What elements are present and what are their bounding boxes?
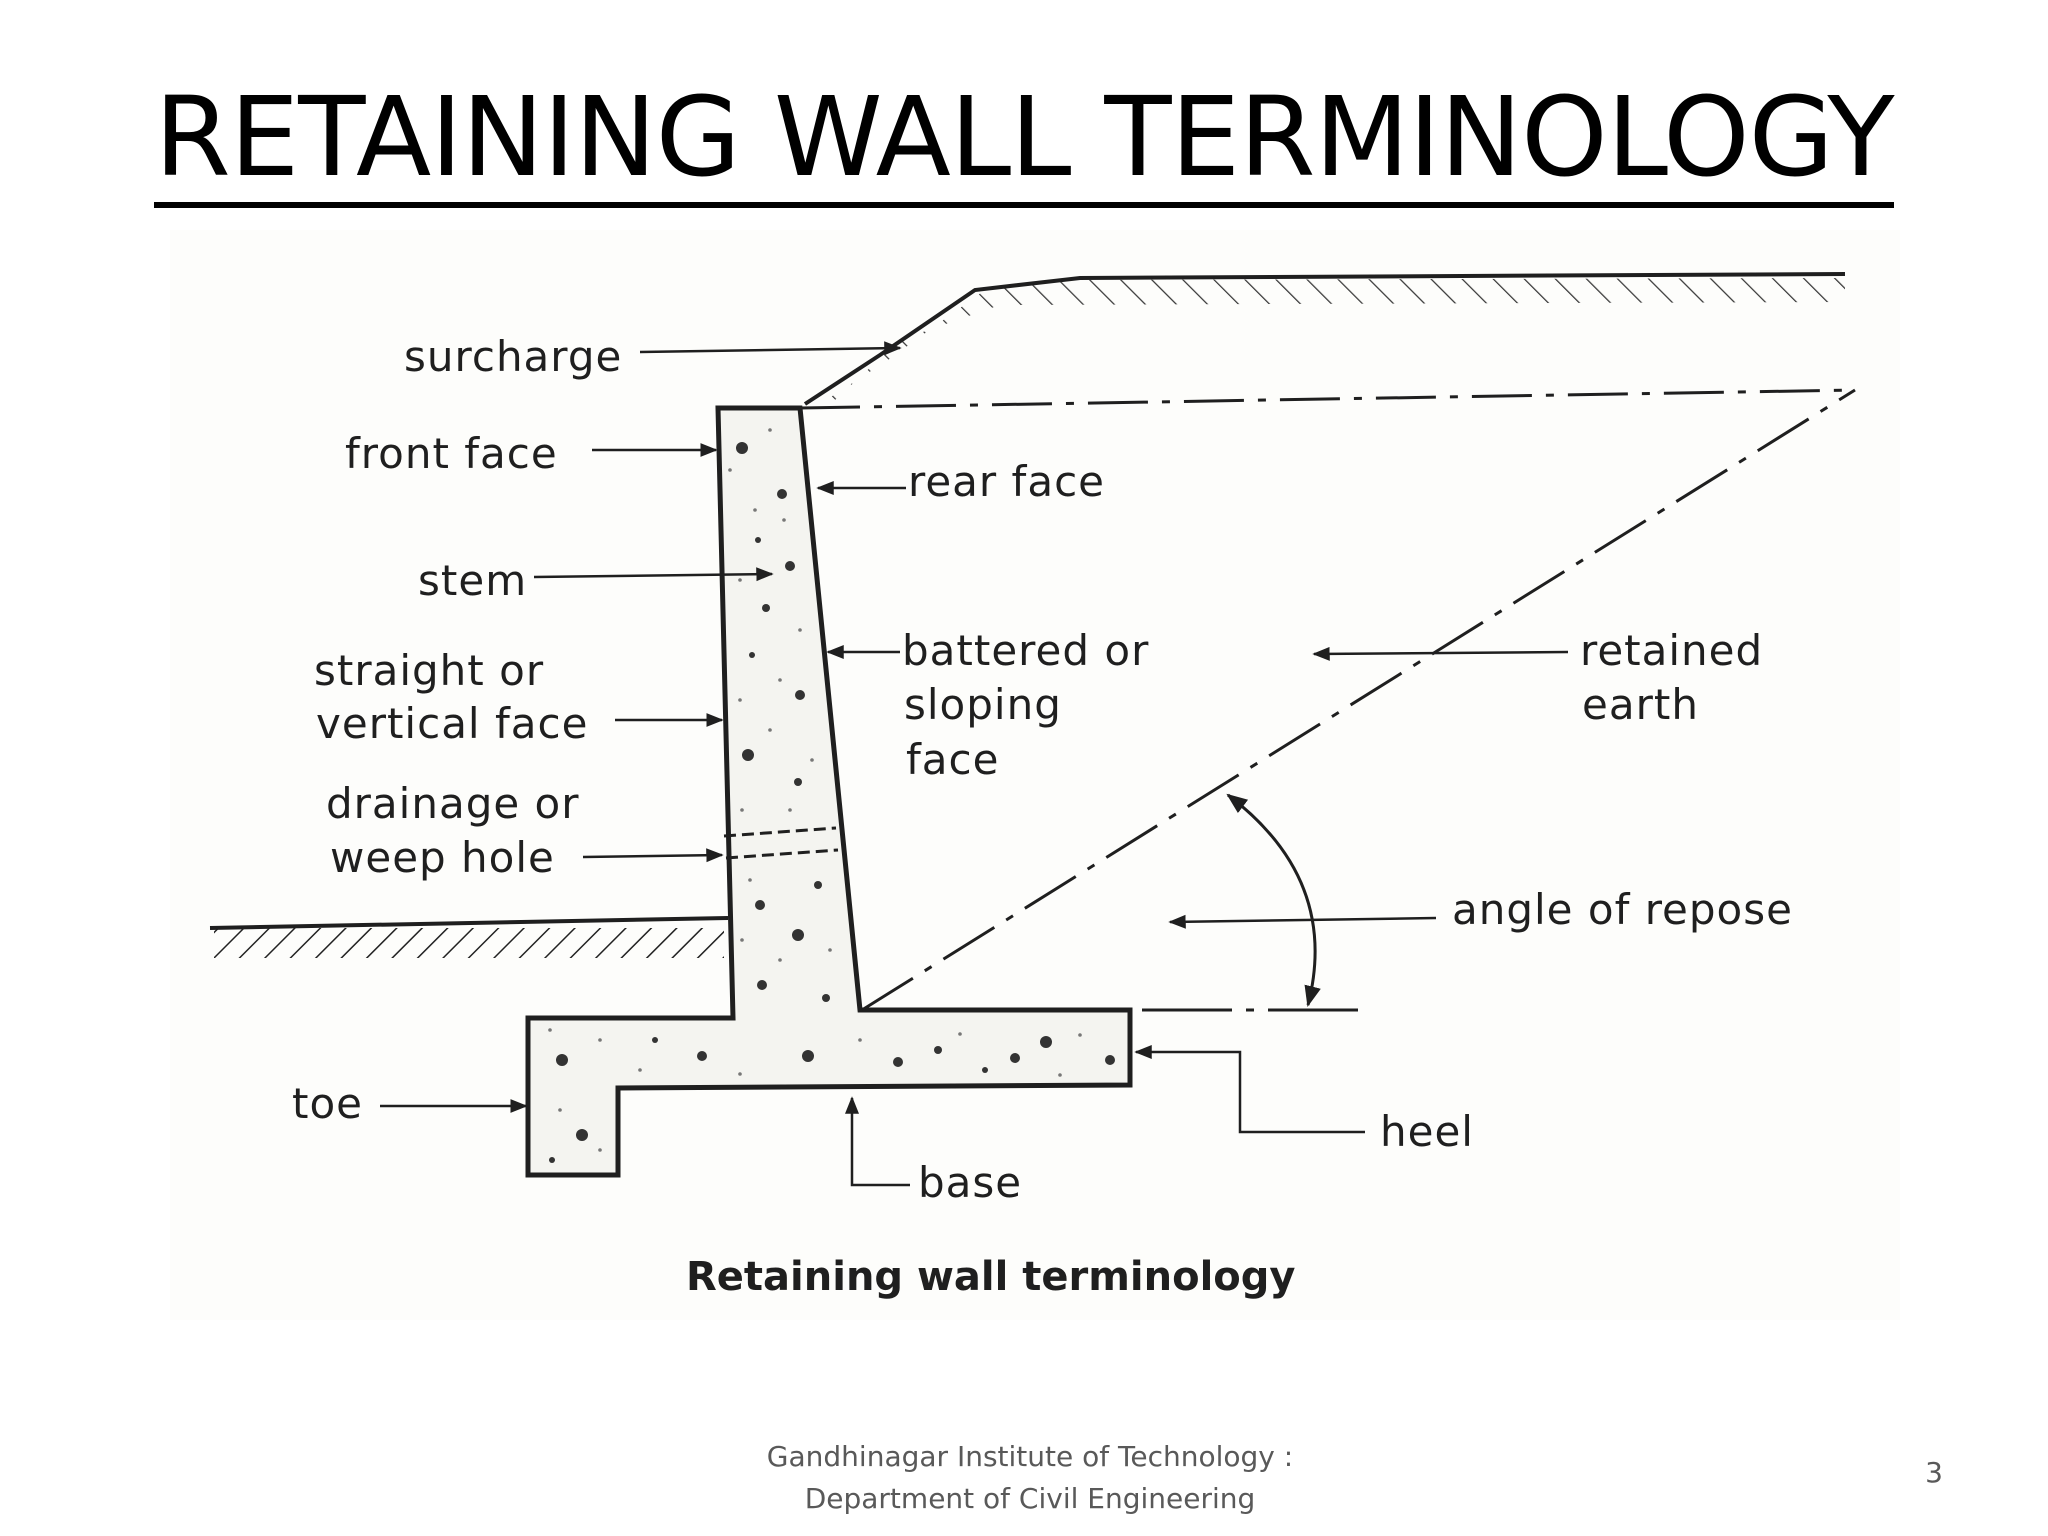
- label-heel: heel: [1380, 1107, 1474, 1156]
- label-stem: stem: [418, 556, 527, 605]
- label-front-face: front face: [345, 429, 558, 478]
- label-surcharge: surcharge: [404, 332, 622, 381]
- label-rear-face: rear face: [908, 457, 1105, 506]
- retained-earth-wedge: [799, 388, 1856, 1012]
- page-number: 3: [1925, 1456, 1943, 1489]
- weep-hole: [723, 826, 839, 860]
- label-battered-line1: battered or: [902, 626, 1149, 675]
- aggregate-texture: [549, 442, 1115, 1163]
- label-drainage-line2: weep hole: [330, 833, 555, 882]
- surcharge-ground: [803, 272, 1846, 406]
- slide-title: RETAINING WALL TERMINOLOGY: [0, 82, 2048, 208]
- label-retained-line2: earth: [1582, 680, 1699, 729]
- label-straight-line2: vertical face: [316, 699, 588, 748]
- label-battered-line2: sloping: [904, 680, 1062, 729]
- footer-department: Department of Civil Engineering: [804, 1482, 1256, 1515]
- label-straight-line1: straight or: [314, 646, 544, 695]
- footer-institute: Gandhinagar Institute of Technology :: [766, 1440, 1294, 1473]
- front-ground: [209, 916, 729, 958]
- label-toe: toe: [292, 1079, 363, 1128]
- label-drainage-line1: drainage or: [326, 779, 580, 828]
- sand-texture: [548, 428, 1082, 1152]
- label-battered-line3: face: [906, 735, 999, 784]
- retaining-wall: [525, 405, 1133, 1178]
- leader-arrows: [380, 341, 1569, 1187]
- wall-outline: [525, 405, 1133, 1178]
- figure-panel: [170, 230, 1900, 1320]
- figure-caption: Retaining wall terminology: [686, 1254, 1296, 1300]
- label-retained-line1: retained: [1580, 626, 1763, 675]
- label-angle-of-repose: angle of repose: [1452, 885, 1793, 934]
- label-base: base: [918, 1158, 1022, 1207]
- slide-title-text: RETAINING WALL TERMINOLOGY: [154, 82, 1895, 208]
- slide-footer: Gandhinagar Institute of Technology : De…: [700, 1436, 1360, 1520]
